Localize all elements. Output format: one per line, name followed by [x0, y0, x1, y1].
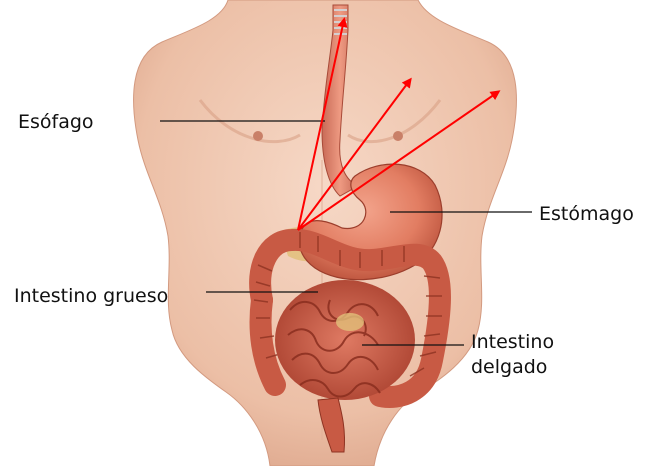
label-intestino-grueso: Intestino grueso: [14, 285, 168, 307]
small-intestine: [275, 280, 415, 400]
label-intestino-delgado-line1: Intestino: [471, 330, 554, 355]
label-esofago: Esófago: [18, 111, 94, 133]
label-intestino-delgado: Intestino delgado: [471, 330, 554, 380]
label-estomago: Estómago: [539, 203, 634, 225]
nipple-right: [393, 131, 403, 141]
nipple-left: [253, 131, 263, 141]
label-intestino-delgado-line2: delgado: [471, 355, 554, 380]
